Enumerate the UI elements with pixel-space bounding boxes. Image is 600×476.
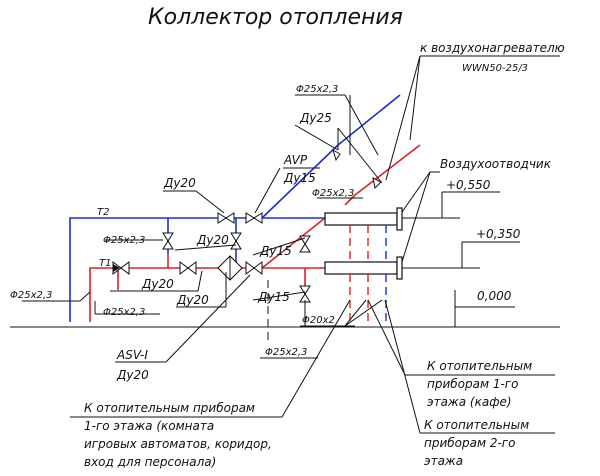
- label-du15-low: Ду15: [257, 290, 290, 304]
- label-asv: ASV-I: [116, 348, 148, 362]
- label-floor1-line2: 1-го этажа (комната: [84, 419, 214, 433]
- label-pipe-bypass: Φ25x2,3: [103, 235, 145, 246]
- label-level-0350: +0,350: [476, 227, 521, 241]
- label-du20-asv: Ду20: [116, 368, 149, 382]
- manifold-t1: [324, 256, 403, 280]
- label-du20-t1b: Ду20: [176, 293, 209, 307]
- valves: [112, 212, 311, 303]
- label-t2: T2: [97, 207, 109, 218]
- diagram-title: Коллектор отопления: [148, 5, 403, 30]
- label-pipe-top: Φ25x2,3: [296, 84, 338, 95]
- label-floor1-line1: К отопительным приборам: [84, 401, 255, 415]
- label-avp: AVP: [283, 153, 308, 167]
- label-air-vent: Воздухоотводчик: [440, 157, 552, 171]
- t1-end-marker: [113, 264, 120, 272]
- label-pipe-down: Φ25x2,3: [265, 347, 307, 358]
- leader-du20-t2-b: [195, 190, 225, 214]
- riser-valves: [332, 148, 382, 190]
- strainer: [217, 255, 243, 281]
- label-pipe-t1: Φ25x2,3: [103, 307, 145, 318]
- label-pipe-avp: Φ25x2,3: [312, 188, 354, 199]
- manifold-branches: [267, 225, 387, 340]
- leader-lines: [22, 55, 560, 434]
- label-floor1-line4: вход для персонала): [84, 455, 216, 469]
- label-level-0550: +0,550: [446, 178, 491, 192]
- supply-pipe-t1: [89, 144, 421, 322]
- level-markers: [402, 191, 520, 327]
- label-du25: Ду25: [299, 111, 332, 125]
- label-cafe-line3: этажа (кафе): [427, 395, 512, 409]
- label-to-air-heater: к воздухонагревателю: [420, 41, 565, 55]
- label-cafe-line2: приборам 1-го: [427, 377, 518, 391]
- label-floor2-line2: приборам 2-го: [424, 436, 515, 450]
- label-floor2-line3: этажа: [424, 454, 463, 468]
- label-wwn-model: WWN50-25/3: [462, 63, 528, 74]
- label-floor2-line1: К отопительным: [424, 418, 529, 432]
- label-level-0000: 0,000: [477, 289, 512, 303]
- label-du20-bypass: Ду20: [196, 233, 229, 247]
- label-du15-avp: Ду15: [283, 171, 316, 185]
- label-pipe-20: Φ20x2: [302, 315, 335, 326]
- label-cafe-line1: К отопительным: [427, 359, 532, 373]
- label-pipe-left: Φ25x2,3: [10, 290, 52, 301]
- label-du15-mid: Ду15: [259, 244, 292, 258]
- label-du20-t2: Ду20: [163, 176, 196, 190]
- manifold-t2: [324, 207, 403, 231]
- label-t1: T1: [99, 258, 111, 269]
- label-floor1-line3: игровых автоматов, коридор,: [84, 437, 272, 451]
- label-du20-t1: Ду20: [141, 277, 174, 291]
